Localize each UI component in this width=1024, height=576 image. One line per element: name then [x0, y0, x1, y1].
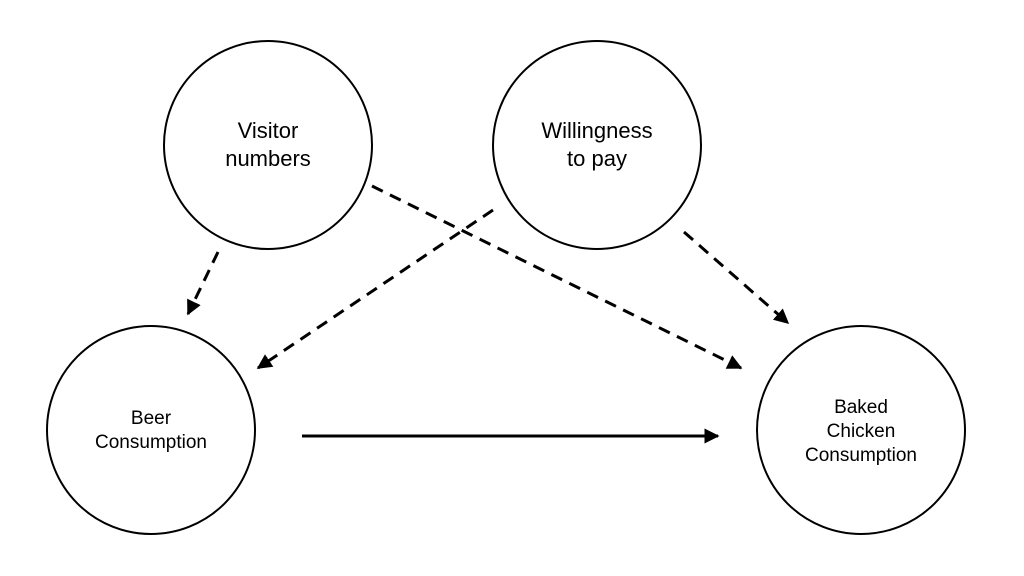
edge-visitor-to-chicken — [371, 184, 743, 370]
node-beer-consumption-circle — [46, 325, 256, 535]
node-beer-consumption: Beer Consumption — [46, 325, 256, 535]
node-willingness-to-pay-label-line2: to pay — [567, 146, 627, 171]
node-baked-chicken-consumption-label-line3: Consumption — [805, 445, 917, 466]
node-willingness-to-pay-circle — [492, 40, 702, 250]
node-beer-consumption-label-line1: Beer — [131, 408, 172, 429]
node-beer-consumption-label-line2: Consumption — [95, 432, 207, 453]
edge-visitor-to-beer — [186, 251, 220, 316]
node-visitor-numbers-circle — [163, 40, 373, 250]
node-willingness-to-pay: Willingness to pay — [492, 40, 702, 250]
node-visitor-numbers: Visitor numbers — [163, 40, 373, 250]
node-baked-chicken-consumption-circle — [756, 325, 966, 535]
node-visitor-numbers-label-line2: numbers — [225, 146, 311, 171]
node-baked-chicken-consumption-label-line2: Chicken — [827, 421, 896, 442]
edge-willingness-to-chicken — [683, 230, 790, 325]
node-visitor-numbers-label-line1: Visitor — [238, 118, 299, 143]
node-baked-chicken-consumption-label-line1: Baked — [834, 397, 888, 418]
node-baked-chicken-consumption: Baked Chicken Consumption — [756, 325, 966, 535]
node-willingness-to-pay-label-line1: Willingness — [541, 118, 652, 143]
edge-willingness-to-beer — [256, 208, 494, 370]
